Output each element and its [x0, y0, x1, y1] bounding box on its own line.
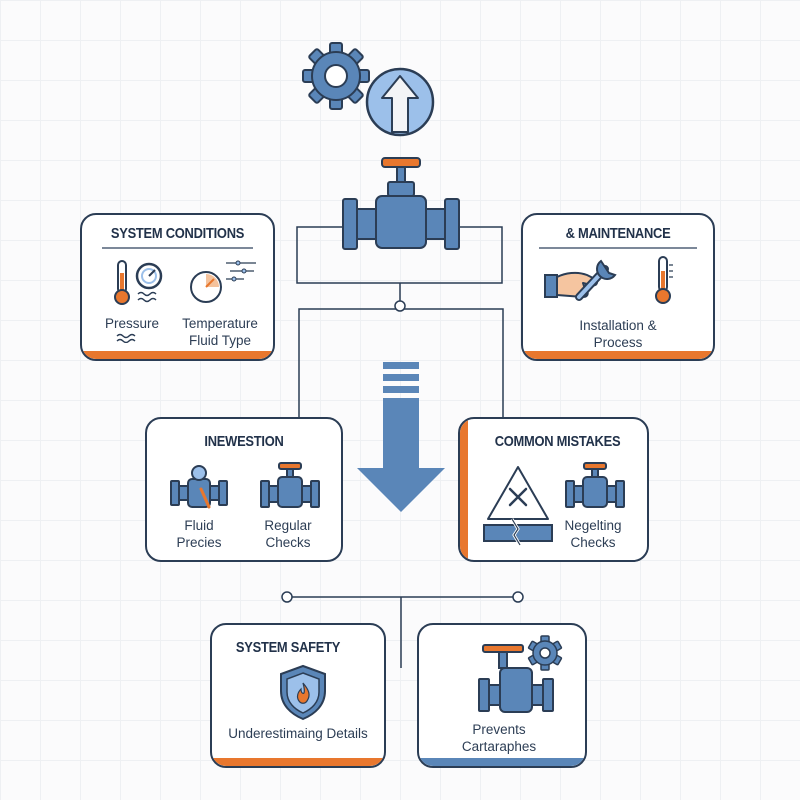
card-system-conditions: SYSTEM CONDITIONS Pressure Temperature F…	[80, 213, 275, 361]
card-title: SYSTEM CONDITIONS	[110, 225, 245, 242]
accent-bar	[82, 351, 273, 359]
card-inspection: INEWESTION Fluid Precies Regular Checks	[145, 417, 343, 562]
valve-icon	[260, 462, 320, 508]
card-title: SYSTEM SAFETY	[235, 639, 341, 656]
card-system-safety: SYSTEM SAFETY Underestimaing Details	[210, 623, 386, 768]
hand-wrench-icon	[544, 259, 617, 301]
gear-icon	[302, 42, 370, 110]
label-regular-checks: Regular Checks	[264, 518, 312, 550]
bottom-node-right	[512, 591, 524, 603]
card-title: INEWESTION	[204, 433, 284, 450]
shield-flame-icon	[280, 664, 326, 721]
flow-gauge-icon	[190, 260, 256, 303]
thermometer-icon	[114, 260, 130, 305]
hub-node	[394, 300, 406, 312]
accent-bar	[523, 351, 713, 359]
up-arrow-circle-icon	[365, 67, 435, 137]
thermometer-icon	[655, 256, 673, 304]
label-pressure: Pressure	[104, 316, 160, 331]
label-installation-process: Installation & Process	[579, 318, 657, 350]
valve-gauge-icon	[170, 465, 228, 509]
label-negelting-checks: Negelting Checks	[564, 518, 622, 550]
label-temperature-fluid-type: Temperature Fluid Type	[182, 316, 258, 348]
accent-bar	[212, 758, 384, 766]
wave-icon	[116, 333, 136, 343]
bottom-node-left	[281, 591, 293, 603]
label-underestimaing-details: Underestimaing Details	[228, 726, 368, 741]
main-valve-icon	[342, 157, 460, 250]
gauge-icon	[135, 262, 163, 303]
card-prevents: Prevents Cartaraphes	[417, 623, 587, 768]
warning-broken-pipe-icon	[483, 466, 553, 546]
title-divider	[539, 247, 697, 249]
label-fluid-precies: Fluid Precies	[176, 518, 222, 550]
valve-icon	[565, 462, 625, 508]
accent-bar	[419, 758, 585, 766]
title-divider	[102, 247, 253, 249]
accent-bar	[460, 419, 468, 560]
card-maintenance: & MAINTENANCE Installation & Process	[521, 213, 715, 361]
card-title: COMMON MISTAKES	[494, 433, 621, 450]
valve-gear-icon	[478, 635, 563, 713]
card-common-mistakes: COMMON MISTAKES Negelting Checks	[458, 417, 649, 562]
down-arrow-icon	[357, 362, 445, 512]
label-prevents-cartaraphes: Prevents Cartaraphes	[461, 722, 537, 754]
card-title: & MAINTENANCE	[565, 225, 671, 242]
